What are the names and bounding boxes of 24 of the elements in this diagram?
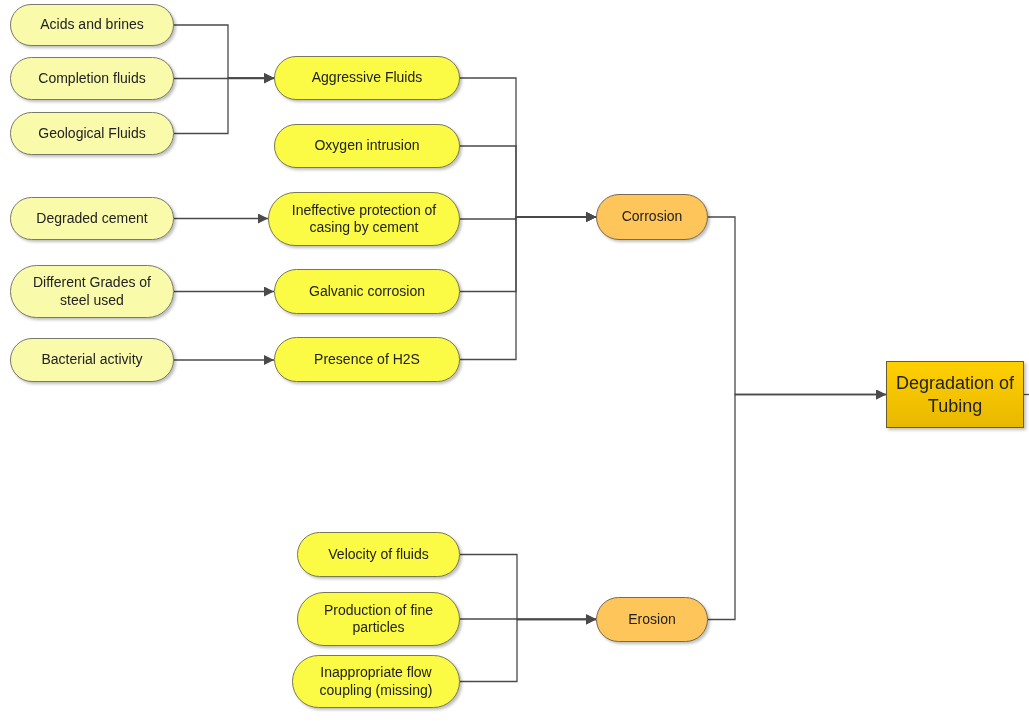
connector-arrow xyxy=(707,389,887,621)
connector-arrow xyxy=(173,213,269,224)
cause-pill: Ineffective protection of casing by cement xyxy=(268,192,460,246)
cause-pill: Completion fluids xyxy=(10,57,174,100)
cause-pill: Erosion xyxy=(596,597,708,642)
connector-arrow xyxy=(173,73,275,135)
cause-pill: Degraded cement xyxy=(10,197,174,240)
cause-pill: Velocity of fluids xyxy=(297,532,460,577)
cause-pill: Oxygen intrusion xyxy=(274,124,460,168)
cause-pill: Inappropriate flow coupling (missing) xyxy=(292,655,460,708)
cause-pill: Galvanic corrosion xyxy=(274,269,460,314)
cause-pill: Production of fine particles xyxy=(297,592,460,646)
cause-pill: Different Grades of steel used xyxy=(10,265,174,318)
cause-pill: Bacterial activity xyxy=(10,338,174,382)
connector-arrow xyxy=(459,212,597,361)
connector-arrow xyxy=(459,614,597,683)
result-box: Degradation of Tubing xyxy=(886,361,1024,428)
cause-pill: Geological Fluids xyxy=(10,112,174,155)
cause-pill: Aggressive Fluids xyxy=(274,56,460,100)
cause-pill: Acids and brines xyxy=(10,4,174,46)
connector-arrow xyxy=(173,355,275,365)
cause-pill: Presence of H2S xyxy=(274,337,460,382)
cause-pill: Corrosion xyxy=(596,194,708,240)
connector-arrow xyxy=(173,286,275,297)
